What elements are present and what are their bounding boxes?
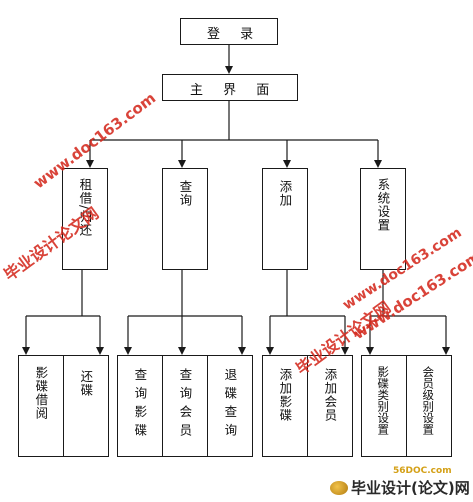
module-label-system-settings: 系统设置 — [375, 178, 391, 232]
connector-leaf-7-arrowhead — [366, 347, 374, 355]
leaf-label-query-member: 查询会员 — [177, 368, 193, 442]
connector-leaf-1-arrowhead — [96, 347, 104, 355]
connector-leaf-5-arrowhead — [266, 347, 274, 355]
connector-module-3-arrowhead — [374, 160, 382, 168]
connector-leaf-0-arrowhead — [22, 347, 30, 355]
leaf-label-disc-category-settings: 影碟类别设置 — [376, 366, 391, 435]
connector-leaf-3-arrowhead — [178, 347, 186, 355]
leaf-label-query-disc: 查询影碟 — [132, 368, 148, 442]
leaf-label-disc-lending: 影碟借阅 — [33, 366, 49, 420]
module-box-system-settings — [360, 168, 406, 270]
connector-login-main-arrowhead — [225, 66, 233, 74]
leaf-box-returned-disc-query — [207, 355, 253, 457]
module-label-rent-return: 租借/归还 — [77, 178, 93, 238]
module-label-query: 查询 — [177, 180, 193, 207]
site-logo-main: 毕业设计(论文)网 — [330, 477, 470, 498]
leaf-box-add-member — [307, 355, 353, 457]
module-box-rent-return — [62, 168, 108, 270]
site-logo-emblem-icon — [330, 481, 348, 495]
connector-module-1-arrowhead — [178, 160, 186, 168]
connector-module-0-arrowhead — [86, 160, 94, 168]
site-logo-small: 56DOC.com — [393, 466, 452, 476]
connector-leaf-6-arrowhead — [341, 347, 349, 355]
leaf-box-member-level-settings — [406, 355, 452, 457]
leaf-box-return-disc — [63, 355, 109, 457]
module-box-add — [262, 168, 308, 270]
leaf-label-member-level-settings: 会员级别设置 — [421, 366, 436, 435]
login-box — [180, 18, 278, 45]
main-interface-box — [162, 74, 298, 101]
leaf-label-return-disc: 还碟 — [78, 370, 94, 397]
leaf-label-add-disc: 添加影碟 — [277, 368, 293, 422]
module-box-query — [162, 168, 208, 270]
connector-leaf-8-arrowhead — [442, 347, 450, 355]
module-label-add: 添加 — [277, 180, 293, 207]
leaf-box-query-member — [162, 355, 208, 457]
site-logo-main-text: 毕业设计(论文)网 — [351, 479, 470, 497]
main-interface-label: 主 界 面 — [190, 83, 278, 98]
login-label: 登 录 — [207, 27, 262, 42]
connector-leaf-4-arrowhead — [238, 347, 246, 355]
leaf-label-returned-disc-query: 退碟查询 — [222, 368, 238, 442]
leaf-box-disc-category-settings — [361, 355, 407, 457]
connector-module-2-arrowhead — [283, 160, 291, 168]
leaf-label-add-member: 添加会员 — [322, 368, 338, 422]
connector-leaf-2-arrowhead — [124, 347, 132, 355]
